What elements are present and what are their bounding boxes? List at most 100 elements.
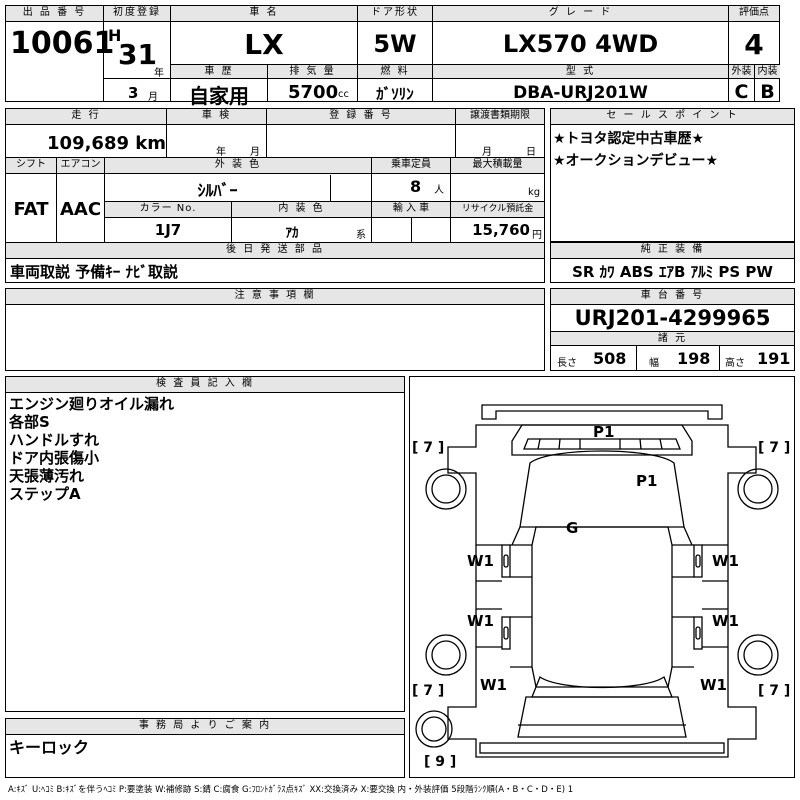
max-load-unit: kg <box>528 187 541 198</box>
damage-mark-roof: P1 <box>636 472 658 490</box>
interior-cell: 内装 B <box>755 65 780 103</box>
transfer-deadline-label: 譲渡書類期限 <box>456 109 544 125</box>
inspector-line-6: ステップA <box>9 485 81 503</box>
registration-month: 3 <box>128 84 139 102</box>
car-name-cell: 車 名 LX <box>171 6 357 64</box>
grade: LX570 4WD <box>502 30 659 58</box>
displacement-label: 排 気 量 <box>268 65 357 79</box>
registration-year: 31 <box>118 38 157 71</box>
history-cell: 車 歴 自家用 <box>171 65 267 108</box>
score: 4 <box>744 28 764 61</box>
interior-color: ｱｶ <box>285 226 299 241</box>
roof-outline <box>519 450 685 528</box>
dimensions-label: 諸 元 <box>551 332 794 346</box>
left-rear-door <box>501 616 511 650</box>
displacement-cell: 排 気 量 5700 cc <box>268 65 357 103</box>
lot-number-label: 出 品 番 号 <box>6 6 103 22</box>
history: 自家用 <box>189 84 249 108</box>
ac: AAC <box>59 199 102 220</box>
tire-right-front <box>737 468 779 510</box>
damage-mark-right-front-door: W1 <box>712 552 739 570</box>
import-label: 輸 入 車 <box>372 202 450 218</box>
inspector-line-2: 各部S <box>9 413 50 431</box>
interior-label: 内装 <box>755 65 780 79</box>
mileage-label: 走 行 <box>6 109 166 125</box>
notes-label: 注 意 事 項 欄 <box>6 289 544 305</box>
damage-mark-hood: P1 <box>593 423 615 441</box>
model-label: 型 式 <box>433 65 728 79</box>
month-unit: 月 <box>148 92 158 103</box>
ac-label: エアコン <box>57 158 104 174</box>
score-cell: 評価点 4 <box>729 6 779 64</box>
tire-depth-right-front: [ 7 ] <box>758 440 791 456</box>
fuel-cell: 燃 料 ｶﾞｿﾘﾝ <box>358 65 432 103</box>
recycle-fee-unit: 円 <box>532 230 542 241</box>
inspection-month-unit: 月 <box>250 147 260 158</box>
car-name-label: 車 名 <box>171 6 357 22</box>
car-name: LX <box>244 28 284 61</box>
tire-depth-left-front: [ 7 ] <box>412 440 445 456</box>
first-registration-label: 初度登録 <box>104 6 170 22</box>
sales-points-box: セ ー ル ス ポ イ ン ト ★トヨタ認定中古車歴★ ★オークションデビュー★ <box>550 108 795 242</box>
length-label: 長さ <box>557 358 577 369</box>
color-number: 1J7 <box>154 221 182 239</box>
left-front-door <box>501 544 511 578</box>
interior-color-unit: 系 <box>356 230 366 241</box>
height: 191 <box>757 349 791 368</box>
cabin-outline <box>531 526 673 688</box>
door-type: 5W <box>373 30 417 58</box>
grade-cell: グ レ ー ド LX570 4WD <box>433 6 728 64</box>
front-bumper-outline <box>481 404 723 420</box>
damage-mark-left-front-door: W1 <box>467 552 494 570</box>
tire-left-rear <box>425 634 467 676</box>
sales-points-label: セ ー ル ス ポ イ ン ト <box>551 109 794 125</box>
height-label: 高さ <box>725 358 745 369</box>
inspector-line-5: 天張薄汚れ <box>9 467 85 485</box>
spare-tire <box>415 710 453 748</box>
fuel-label: 燃 料 <box>358 65 432 79</box>
sales-point-2: ★オークションデビュー★ <box>553 153 719 169</box>
damage-mark-right-rear-step: W1 <box>700 676 727 694</box>
damage-mark-left-rear-door: W1 <box>467 612 494 630</box>
exterior-cell: 外装 C <box>729 65 754 103</box>
inspection-label: 車 検 <box>167 109 266 125</box>
shift-label: シフト <box>6 158 56 174</box>
rear-bumper-outline <box>479 742 725 754</box>
door-type-label: ドア形状 <box>358 6 432 22</box>
car-diagram-box: P1 P1 G W1 W1 W1 W1 W1 W1 [ 7 ] [ 7 ] [ … <box>409 376 795 778</box>
shift: FAT <box>13 199 49 220</box>
fuel: ｶﾞｿﾘﾝ <box>376 85 414 103</box>
inspection-year-unit: 年 <box>216 147 226 158</box>
rear-window-outline <box>531 675 673 698</box>
color-number-label: カラー No. <box>105 202 231 218</box>
width: 198 <box>677 349 711 368</box>
office-label: 事 務 局 よ り ご 案 内 <box>6 719 404 735</box>
model: DBA-URJ201W <box>513 83 648 103</box>
car-damage-diagram <box>415 404 779 758</box>
equipment-box: 純 正 装 備 SR ｶﾜ ABS ｴｱB ｱﾙﾐ PS PW <box>550 242 795 283</box>
recycle-fee: 15,760 <box>472 221 530 239</box>
right-rear-door <box>693 616 703 650</box>
damage-mark-left-rear-step: W1 <box>480 676 507 694</box>
windshield-outline <box>523 438 681 450</box>
inspector-line-1: エンジン廻りオイル漏れ <box>9 395 175 413</box>
registration-number-label: 登 録 番 号 <box>267 109 455 125</box>
mileage: 109,689 km <box>47 133 166 154</box>
width-label: 幅 <box>649 358 659 369</box>
inspector-label: 検 査 員 記 入 欄 <box>6 377 404 393</box>
year-unit: 年 <box>154 68 164 79</box>
notes-box: 注 意 事 項 欄 <box>5 288 545 371</box>
right-front-door <box>693 544 703 578</box>
max-load-label: 最大積載量 <box>451 158 544 174</box>
tire-left-front <box>425 468 467 510</box>
exterior-label: 外装 <box>729 65 754 79</box>
header-row-1: 出 品 番 号 10061 初度登録 H 31 年 3 月 車 名 LX ドア形… <box>5 5 780 108</box>
era-letter: H <box>108 26 122 45</box>
damage-mark-windshield: G <box>566 519 579 537</box>
interior-color-label: 内 装 色 <box>232 202 371 218</box>
displacement-unit: cc <box>338 89 349 100</box>
inspector-line-3: ハンドルすれ <box>9 431 100 449</box>
exterior-color-label: 外 装 色 <box>105 158 371 174</box>
body-outline <box>447 424 757 758</box>
chassis-label: 車 台 番 号 <box>551 289 794 305</box>
